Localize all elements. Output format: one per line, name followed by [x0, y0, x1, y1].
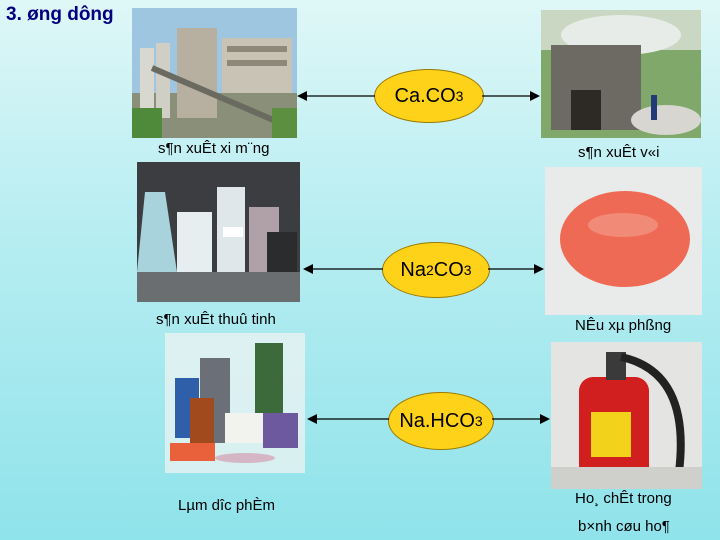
formula-subscript: 3 [455, 88, 464, 104]
arrow-na2co3-left [303, 264, 383, 274]
caption-medicine: Lµm d­îc phÈm [178, 497, 276, 514]
caption-glass: s¶n xuÊt thuû tinh [156, 311, 276, 328]
soap-bar-photo [545, 167, 702, 315]
arrow-caco3-right [482, 91, 540, 101]
formula-text: Na [400, 258, 426, 281]
formula-subscript: 3 [463, 262, 472, 278]
glass-bottles-photo [137, 162, 300, 302]
formula-text: Ca.CO [394, 84, 456, 107]
lime-kiln-photo [541, 10, 701, 138]
formula-subscript: 2 [425, 262, 434, 278]
arrow-caco3-left [297, 91, 375, 101]
caption-fire-extinguisher-line2: b×nh cøu ho¶ [578, 518, 670, 535]
caption-lime: s¶n xuÊt v«i [578, 144, 660, 161]
arrow-nahco3-left [307, 414, 389, 424]
formula-text: CO [433, 258, 464, 281]
formula-subscript: 3 [474, 413, 483, 429]
fire-extinguisher-photo [551, 342, 702, 489]
caption-cement: s¶n xuÊt xi m¨ng [158, 140, 270, 157]
cement-factory-photo [132, 8, 297, 138]
arrow-na2co3-right [488, 264, 544, 274]
arrow-nahco3-right [492, 414, 550, 424]
slide-title: 3. øng dông [6, 4, 114, 25]
medicine-photo [165, 333, 305, 473]
caption-soap: NÊu xµ phßng [575, 317, 672, 334]
caption-fire-extinguisher-line1: Ho¸ chÊt trong [575, 490, 672, 507]
formula-text: Na.HCO [399, 409, 475, 432]
